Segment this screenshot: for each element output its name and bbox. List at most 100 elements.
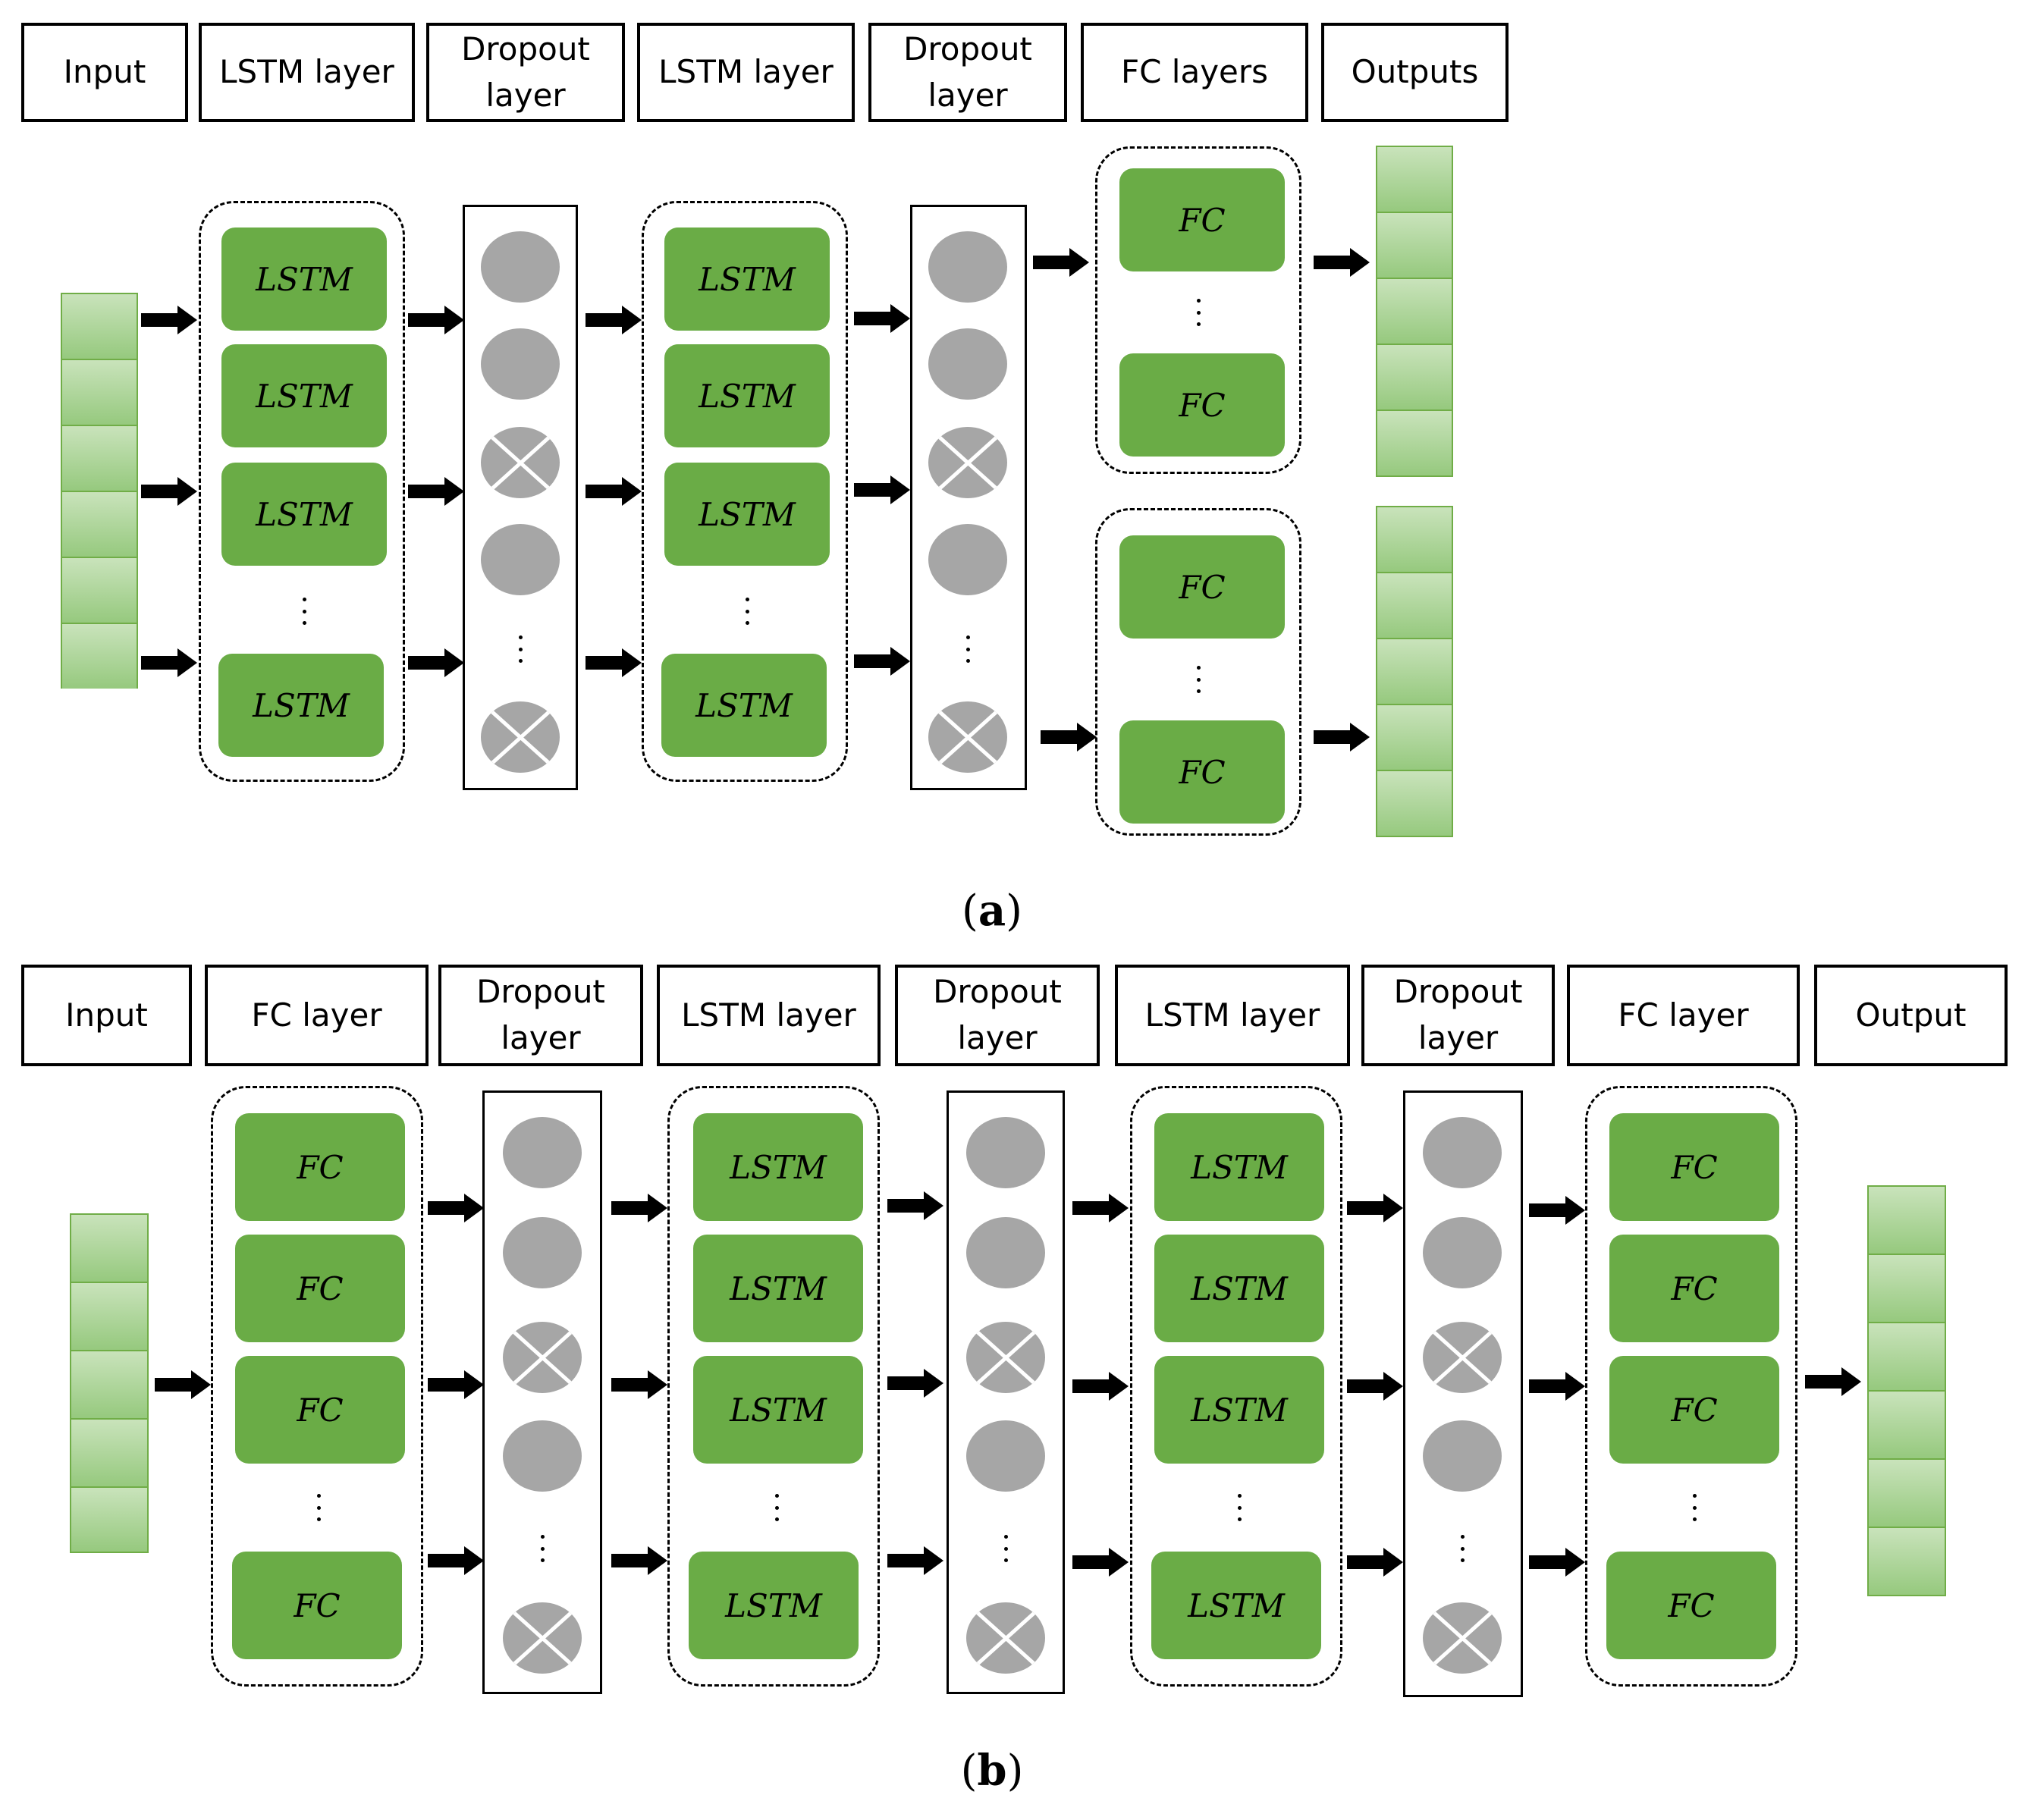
vector-cell [1377, 213, 1452, 279]
ellipsis [772, 1494, 781, 1521]
arrow [141, 648, 197, 677]
output-vector [1867, 1185, 1946, 1596]
vector-cell [71, 1351, 147, 1420]
ellipsis [1194, 299, 1203, 326]
neuron [928, 524, 1007, 595]
neuron [966, 1420, 1045, 1492]
vector-cell [1377, 147, 1452, 213]
ellipsis [1001, 1535, 1010, 1562]
lstm-layer-1-group [667, 1086, 880, 1687]
fc-cell: FC [1609, 1235, 1779, 1342]
fc-head-1-group [1095, 146, 1301, 474]
vector-cell [1869, 1528, 1945, 1595]
lstm-cell: LSTM [218, 654, 384, 757]
vector-cell [1869, 1255, 1945, 1323]
arrow [1314, 248, 1370, 277]
header-dropout-layer-1: Dropout layer [438, 965, 643, 1066]
arrow [887, 1546, 943, 1575]
arrow [611, 1370, 667, 1399]
arrow [1072, 1372, 1129, 1401]
vector-cell [1377, 345, 1452, 411]
header-lstm-layer-2: LSTM layer [1115, 965, 1350, 1066]
neuron [503, 1420, 582, 1492]
fc-cell: FC [235, 1356, 405, 1464]
output-vector-2 [1376, 506, 1453, 837]
vector-cell [1377, 411, 1452, 475]
lstm-cell: LSTM [689, 1552, 859, 1659]
vector-cell [71, 1488, 147, 1552]
ellipsis [300, 598, 309, 625]
vector-cell [1377, 507, 1452, 573]
lstm-cell: LSTM [664, 228, 830, 331]
lstm-layer-2-group [1130, 1086, 1342, 1687]
fc-cell: FC [1119, 720, 1285, 824]
neuron [481, 231, 560, 303]
lstm-cell: LSTM [221, 344, 387, 447]
ellipsis [742, 598, 752, 625]
arrow [887, 1369, 943, 1398]
ellipsis [1235, 1494, 1244, 1521]
ellipsis [1458, 1535, 1467, 1562]
ellipsis [963, 635, 972, 663]
neuron [1423, 1117, 1502, 1188]
neuron [481, 524, 560, 595]
arrow [1072, 1548, 1129, 1577]
header-input: Input [21, 965, 192, 1066]
fc-cell: FC [1119, 535, 1285, 639]
arrow [1314, 723, 1370, 752]
dropped-neuron [928, 701, 1007, 773]
arrow [586, 477, 642, 506]
vector-cell [62, 294, 137, 360]
arrow [1529, 1196, 1585, 1225]
header-lstm-layer-1: LSTM layer [657, 965, 881, 1066]
header-input: Input [21, 23, 188, 122]
fc-cell: FC [232, 1552, 402, 1659]
arrow [1041, 723, 1097, 752]
arrow [428, 1194, 484, 1222]
output-vector-1 [1376, 146, 1453, 477]
dropped-neuron [1423, 1602, 1502, 1674]
fc-cell: FC [1609, 1113, 1779, 1221]
arrow [428, 1546, 484, 1575]
ellipsis [1690, 1494, 1699, 1521]
input-vector [61, 293, 138, 689]
header-lstm-layer-1: LSTM layer [199, 23, 415, 122]
lstm-cell: LSTM [221, 228, 387, 331]
lstm-cell: LSTM [1151, 1552, 1321, 1659]
arrow [1529, 1548, 1585, 1577]
arrow [611, 1546, 667, 1575]
vector-cell [1869, 1392, 1945, 1460]
arrow [1347, 1548, 1403, 1577]
lstm-cell: LSTM [693, 1356, 863, 1464]
dropped-neuron [966, 1322, 1045, 1393]
header-dropout-layer-3: Dropout layer [1361, 965, 1555, 1066]
neuron [966, 1117, 1045, 1188]
lstm-cell: LSTM [693, 1113, 863, 1221]
dropped-neuron [503, 1602, 582, 1674]
fc-layer-2-group [1585, 1086, 1797, 1687]
arrow [155, 1370, 211, 1399]
neuron [928, 328, 1007, 400]
dropped-neuron [928, 427, 1007, 498]
arrow [408, 306, 464, 334]
dropped-neuron [481, 701, 560, 773]
lstm-cell: LSTM [1154, 1113, 1324, 1221]
vector-cell [62, 624, 137, 689]
lstm-layer-1-group [199, 201, 405, 782]
ellipsis [1194, 666, 1203, 693]
vector-cell [1377, 639, 1452, 705]
arrow [611, 1194, 667, 1222]
arrow [854, 475, 910, 504]
lstm-cell: LSTM [664, 463, 830, 566]
neuron [503, 1217, 582, 1288]
header-dropout-layer-2: Dropout layer [895, 965, 1100, 1066]
vector-cell [62, 360, 137, 426]
ellipsis [314, 1494, 323, 1521]
arrow [1347, 1194, 1403, 1222]
arrow [854, 304, 910, 333]
neuron [503, 1117, 582, 1188]
header-lstm-layer-2: LSTM layer [637, 23, 855, 122]
lstm-cell: LSTM [1154, 1356, 1324, 1464]
vector-cell [62, 558, 137, 624]
arrow [586, 648, 642, 677]
